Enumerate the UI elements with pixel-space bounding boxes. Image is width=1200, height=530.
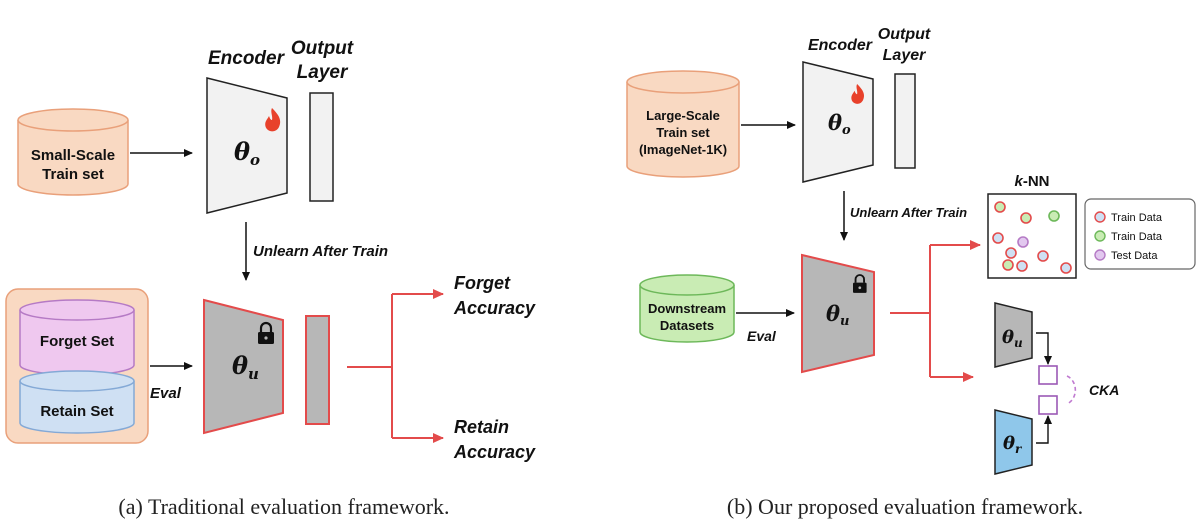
panel-proposed: Large-Scale Train set (ImageNet-1K) Enco… xyxy=(626,26,1196,519)
arrow-to-feature-bottom xyxy=(1036,415,1052,444)
knn-point xyxy=(1016,260,1028,272)
feature-box-retrained xyxy=(1038,395,1058,415)
forget-set-label: Forget Set xyxy=(40,333,114,350)
downstream-label-line1: Downstream xyxy=(648,301,726,316)
downstream-datasets-cylinder: Downstream Datasets xyxy=(639,274,735,343)
forget-accuracy-line2: Accuracy xyxy=(453,298,536,318)
legend-item-train-data: Train Data xyxy=(1094,211,1163,224)
arrow-to-feature-top xyxy=(1036,332,1052,365)
retain-set-label: Retain Set xyxy=(40,403,113,420)
large-train-set-label-line3: (ImageNet-1K) xyxy=(639,142,727,157)
cka-label: CKA xyxy=(1089,382,1119,398)
eval-label-b: Eval xyxy=(747,328,777,344)
encoder-title: Encoder xyxy=(208,48,286,69)
knn-point xyxy=(994,201,1006,213)
large-scale-train-set-cylinder: Large-Scale Train set (ImageNet-1K) xyxy=(626,70,740,178)
large-train-set-label-line2: Train set xyxy=(656,125,710,140)
feature-box-unlearned xyxy=(1038,365,1058,385)
cka-bracket xyxy=(1066,375,1077,405)
unlearn-label-b: Unlearn After Train xyxy=(850,205,967,220)
legend-label: Train Data xyxy=(1111,212,1163,224)
unlearned-output-layer xyxy=(305,315,330,425)
output-layer-title-line2: Layer xyxy=(297,62,349,83)
caption-b: (b) Our proposed evaluation framework. xyxy=(727,494,1083,519)
eval-label: Eval xyxy=(150,385,182,402)
knn-points xyxy=(992,201,1072,274)
knn-point xyxy=(1002,259,1014,271)
knn-point xyxy=(1020,212,1032,224)
legend-item-test-data: Test Data xyxy=(1094,249,1158,262)
pretrained-encoder xyxy=(206,77,288,214)
output-layer-title-b-line1: Output xyxy=(878,26,931,43)
retain-accuracy-line2: Accuracy xyxy=(453,442,536,462)
theta-u-symbol: θu xyxy=(232,351,259,383)
output-layer-b xyxy=(894,73,916,169)
output-layer xyxy=(309,92,334,202)
evaluation-fork-arrows xyxy=(890,240,981,382)
output-layer-title-b-line2: Layer xyxy=(883,47,926,64)
lock-icon-b xyxy=(853,274,867,293)
retain-set-cylinder: Retain Set xyxy=(19,370,135,434)
theta-u-symbol-b: θu xyxy=(826,301,849,329)
downstream-label-line2: Datasets xyxy=(660,318,714,333)
large-train-set-label-line1: Large-Scale xyxy=(646,108,720,123)
train-set-label-line2: Train set xyxy=(42,166,104,183)
theta-o-symbol-b: θo xyxy=(828,110,851,138)
knn-point xyxy=(1060,262,1072,274)
flame-icon xyxy=(265,108,281,132)
flame-icon-b xyxy=(851,84,865,104)
panel-traditional: Small-Scale Train set Encoder Output Lay… xyxy=(5,38,536,519)
theta-o-symbol: θo xyxy=(234,137,260,169)
theta-r-symbol: θr xyxy=(1003,433,1023,456)
accuracy-fork-arrows xyxy=(347,289,444,443)
unlearn-label: Unlearn After Train xyxy=(253,243,388,260)
train-set-label-line1: Small-Scale xyxy=(31,147,115,164)
retrained-encoder xyxy=(994,409,1033,475)
knn-point xyxy=(1017,236,1029,248)
knn-title: k-NN xyxy=(1014,173,1049,190)
encoder-title-b: Encoder xyxy=(808,37,873,54)
knn-point xyxy=(1048,210,1060,222)
legend-label: Test Data xyxy=(1111,250,1158,262)
forget-set-cylinder: Forget Set xyxy=(19,299,135,376)
knn-point xyxy=(1037,250,1049,262)
knn-point xyxy=(992,232,1004,244)
retain-accuracy-line1: Retain xyxy=(454,417,509,437)
pretrained-encoder-b xyxy=(802,61,874,183)
small-scale-train-set-cylinder: Small-Scale Train set xyxy=(17,108,129,196)
lock-icon xyxy=(258,321,274,344)
knn-point xyxy=(1005,247,1017,259)
unlearned-encoder-small xyxy=(994,302,1033,368)
forget-accuracy-line1: Forget xyxy=(454,273,511,293)
caption-a: (a) Traditional evaluation framework. xyxy=(118,494,449,519)
legend-item-train-data-2: Train Data xyxy=(1094,230,1163,243)
theta-u-small-symbol: θu xyxy=(1002,327,1023,350)
output-layer-title-line1: Output xyxy=(291,38,354,59)
legend-label: Train Data xyxy=(1111,231,1163,243)
knn-legend xyxy=(1084,198,1196,270)
